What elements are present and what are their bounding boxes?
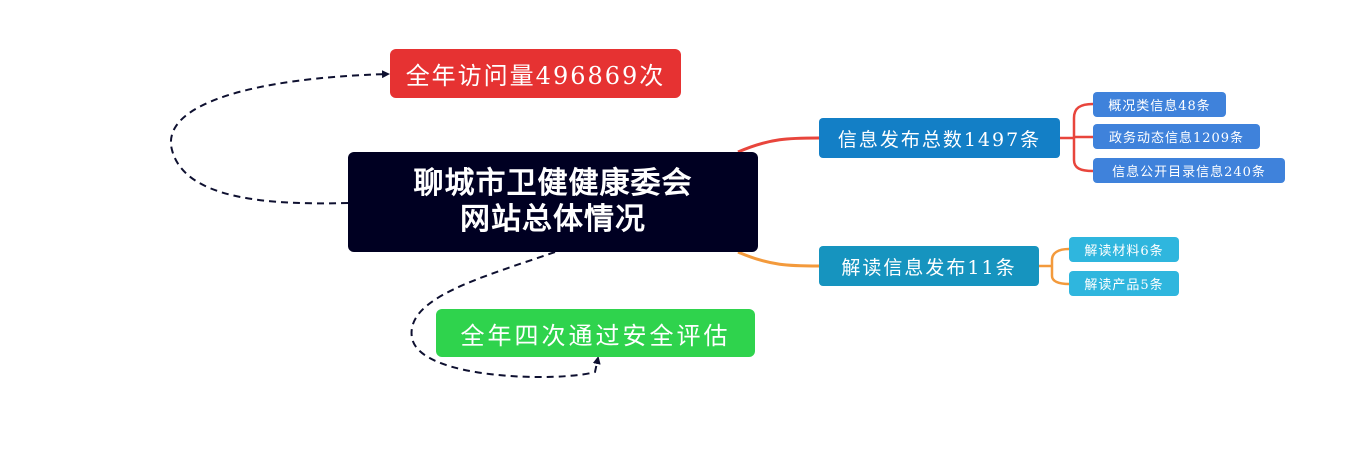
leaf-interpret-material[interactable]: 解读材料6条 [1069, 237, 1179, 262]
publish-node[interactable]: 信息发布总数1497条 [819, 118, 1060, 158]
leaf-overview-label: 概况类信息48条 [1108, 99, 1211, 114]
leaf-material-label: 解读材料6条 [1084, 244, 1164, 259]
root-title-line2: 网站总体情况 [460, 202, 646, 237]
link-root-publish [737, 136, 820, 154]
security-node[interactable]: 全年四次通过安全评估 [436, 309, 755, 357]
visits-label: 全年访问量496869次 [405, 62, 666, 90]
leaf-interpret-product[interactable]: 解读产品5条 [1069, 271, 1179, 296]
leaf-product-label: 解读产品5条 [1084, 278, 1164, 293]
leaf-open-catalog-info[interactable]: 信息公开目录信息240条 [1093, 158, 1285, 183]
leaf-overview-info[interactable]: 概况类信息48条 [1093, 92, 1226, 117]
dashed-link-security [410, 251, 601, 378]
publish-label: 信息发布总数1497条 [837, 128, 1042, 151]
interpret-node[interactable]: 解读信息发布11条 [819, 246, 1039, 286]
dashed-link-visits [169, 70, 390, 205]
leaf-open-label: 信息公开目录信息240条 [1112, 165, 1266, 180]
visits-node[interactable]: 全年访问量496869次 [390, 49, 681, 98]
link-publish-leaves [1060, 102, 1094, 173]
leaf-gov-label: 政务动态信息1209条 [1108, 131, 1245, 146]
link-root-interpret [737, 250, 820, 268]
security-label: 全年四次通过安全评估 [460, 321, 731, 350]
link-interpret-leaves [1039, 247, 1070, 286]
root-node[interactable]: 聊城市卫健健康委会 网站总体情况 [348, 152, 758, 252]
interpret-label: 解读信息发布11条 [841, 256, 1017, 279]
leaf-gov-affairs-info[interactable]: 政务动态信息1209条 [1093, 124, 1260, 149]
root-title-line1: 聊城市卫健健康委会 [413, 166, 693, 201]
